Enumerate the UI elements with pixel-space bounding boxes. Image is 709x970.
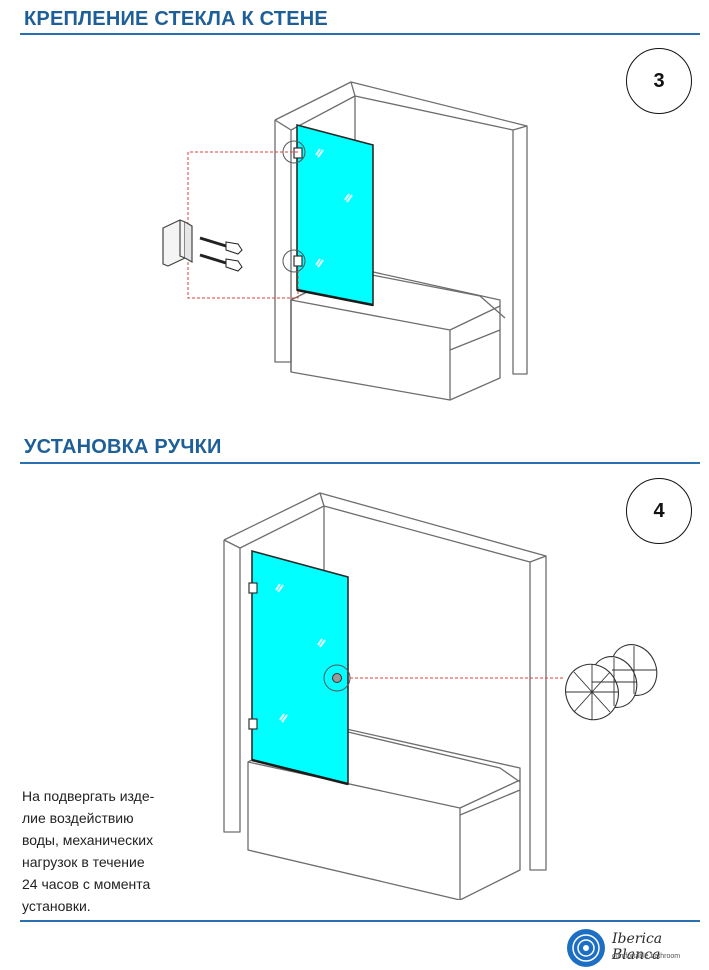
brand-name: Iberica Blanca [612, 931, 663, 963]
step-number-badge: 3 [626, 48, 692, 114]
note-line: нагрузок в течение [22, 854, 145, 870]
note-line: лие воздействию [22, 810, 134, 826]
glass-panel [296, 123, 374, 306]
brand-tagline: comfortable bathroom [612, 953, 681, 960]
footer-divider [20, 920, 700, 922]
note-line: установки. [22, 898, 91, 914]
brand-logo-icon [567, 929, 605, 967]
glass-panel [251, 549, 349, 786]
section-divider [20, 462, 700, 464]
step-number-badge: 4 [626, 478, 692, 544]
glass-wall-mounting-diagram [162, 81, 528, 401]
section-divider [20, 33, 700, 35]
drying-time-note: На подвергать изде- лие воздействию воды… [22, 785, 202, 917]
note-line: На подвергать изде- [22, 788, 155, 804]
note-line: 24 часов с момента [22, 876, 151, 892]
handle-installation-diagram [223, 492, 658, 900]
section-title-handle-installation: УСТАНОВКА РУЧКИ [24, 436, 222, 458]
section-title-glass-mounting: КРЕПЛЕНИЕ СТЕКЛА К СТЕНЕ [24, 8, 328, 30]
note-line: воды, механических [22, 832, 154, 848]
